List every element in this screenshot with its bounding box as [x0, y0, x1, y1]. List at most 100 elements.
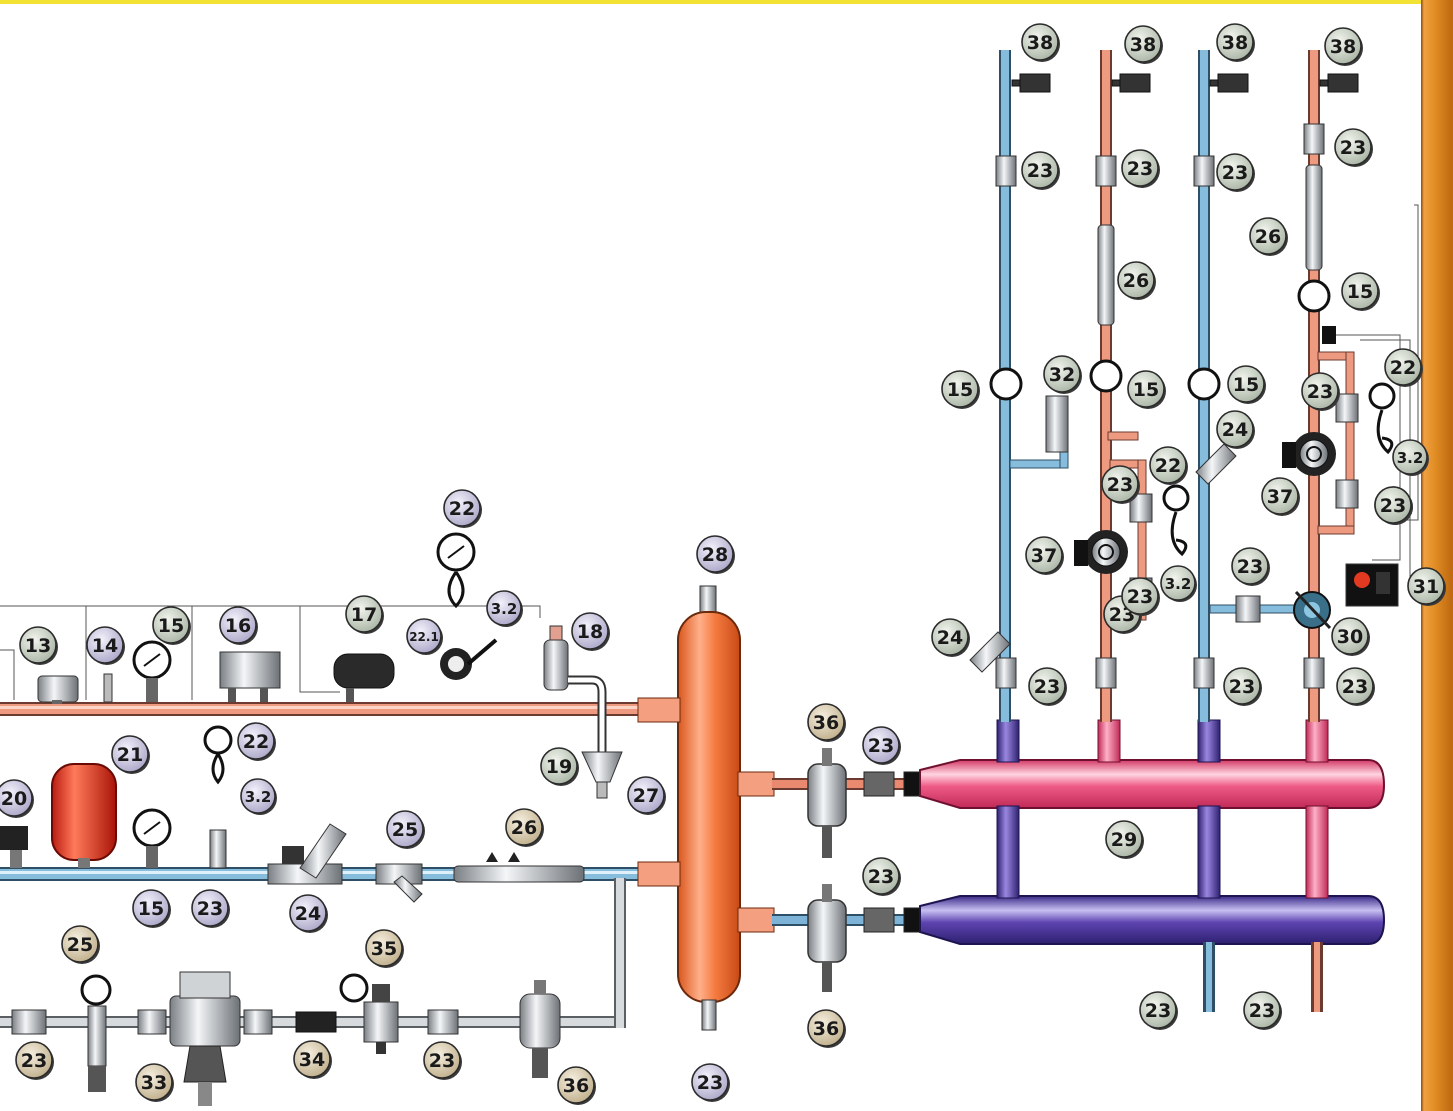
badge-number: 15	[1233, 374, 1259, 396]
badge-number: 36	[813, 1018, 839, 1040]
mixing-valve	[1293, 590, 1332, 630]
badge-29: 29	[1105, 820, 1144, 859]
badge-38: 38	[1324, 27, 1363, 66]
badge-15: 15	[1341, 272, 1380, 311]
badge-35: 35	[365, 929, 404, 968]
safety-thermostat	[333, 653, 395, 702]
badge-number: 24	[1222, 419, 1248, 441]
badge-22-1: 22.1	[406, 618, 443, 655]
badge-number: 3.2	[1397, 449, 1424, 467]
badge-number: 23	[1127, 158, 1153, 180]
supply-header-pipe	[0, 702, 680, 716]
badge-number: 22	[449, 498, 475, 520]
badge-24: 24	[1216, 410, 1255, 449]
badge-number: 15	[947, 379, 973, 401]
badge-number: 23	[1027, 160, 1053, 182]
badge-number: 30	[1337, 626, 1363, 648]
badge-25: 25	[386, 810, 425, 849]
pump-stub	[0, 826, 28, 868]
air-vents	[1011, 73, 1359, 93]
check-valve	[295, 1011, 337, 1033]
badge-38: 38	[1124, 25, 1163, 64]
pressure-gauge	[132, 808, 172, 868]
manifold-legs	[996, 719, 1329, 1012]
badge-number: 18	[577, 621, 603, 643]
badge-number: 23	[1342, 676, 1368, 698]
badge-number: 23	[197, 898, 223, 920]
badge-22: 22	[237, 722, 276, 761]
badge-number: 31	[1413, 576, 1439, 598]
badge-20: 20	[0, 779, 34, 818]
badge-16: 16	[219, 606, 258, 645]
badge-38: 38	[1021, 23, 1060, 62]
badge-number: 26	[511, 817, 537, 839]
badge-number: 15	[1133, 379, 1159, 401]
pressure-reducer	[339, 973, 399, 1054]
badge-15: 15	[1227, 365, 1266, 404]
badge-23: 23	[1243, 991, 1282, 1030]
badge-15: 15	[941, 370, 980, 409]
badge-number: 24	[295, 903, 321, 925]
badge-number: 34	[299, 1049, 325, 1071]
badge-number: 21	[117, 744, 143, 766]
badge-22: 22	[1149, 446, 1188, 485]
badge-number: 22	[1155, 455, 1181, 477]
badge-28: 28	[696, 535, 735, 574]
sensor-box	[1322, 326, 1336, 344]
badge-3-2: 3.2	[486, 590, 523, 627]
badge-number: 26	[1123, 270, 1149, 292]
badge-23: 23	[423, 1041, 462, 1080]
circulation-pump	[1074, 530, 1128, 574]
badge-34: 34	[293, 1040, 332, 1079]
badge-number: 23	[1249, 1000, 1275, 1022]
badge-24: 24	[289, 894, 328, 933]
badge-15: 15	[152, 606, 191, 645]
dirt-separator	[807, 748, 847, 858]
badge-number: 25	[392, 819, 418, 841]
badge-23: 23	[1334, 128, 1373, 167]
badge-36: 36	[807, 1009, 846, 1048]
badge-23: 23	[1121, 577, 1160, 616]
boiler-wall	[1421, 0, 1453, 1111]
expansion-vessel	[51, 763, 117, 868]
badge-19: 19	[540, 747, 579, 786]
badge-23: 23	[1101, 465, 1140, 504]
badge-22: 22	[443, 489, 482, 528]
badge-23: 23	[862, 857, 901, 896]
badge-number: 23	[1237, 556, 1263, 578]
check-valve	[375, 863, 423, 903]
badge-number: 22	[243, 731, 269, 753]
dirt-separator	[807, 884, 847, 992]
badge-18: 18	[571, 612, 610, 651]
badge-number: 13	[25, 635, 51, 657]
badge-number: 36	[813, 712, 839, 734]
badge-23: 23	[1336, 667, 1375, 706]
badge-23: 23	[15, 1041, 54, 1080]
badge-number: 23	[1127, 586, 1153, 608]
pressure-switch	[37, 675, 79, 704]
badge-31: 31	[1407, 567, 1446, 606]
thermostat-box	[219, 651, 281, 702]
badge-number: 28	[702, 544, 728, 566]
badge-23: 23	[691, 1063, 730, 1102]
badge-number: 26	[1255, 226, 1281, 248]
badge-number: 3.2	[245, 788, 272, 806]
badge-number: 23	[868, 866, 894, 888]
badge-17: 17	[345, 595, 384, 634]
badge-number: 14	[92, 635, 118, 657]
badge-number: 23	[1145, 1000, 1171, 1022]
badge-number: 24	[937, 627, 963, 649]
pressure-gauge-shutoff	[203, 725, 233, 869]
pressure-gauge-shutoff	[436, 532, 498, 680]
badge-23: 23	[1231, 547, 1270, 586]
badge-3-2: 3.2	[1160, 565, 1197, 602]
badge-21: 21	[111, 735, 150, 774]
backflow-preventer	[169, 971, 241, 1106]
badge-number: 23	[868, 735, 894, 757]
badge-number: 23	[21, 1050, 47, 1072]
badge-number: 22	[1390, 357, 1416, 379]
badge-23: 23	[862, 726, 901, 765]
badge-number: 23	[429, 1050, 455, 1072]
